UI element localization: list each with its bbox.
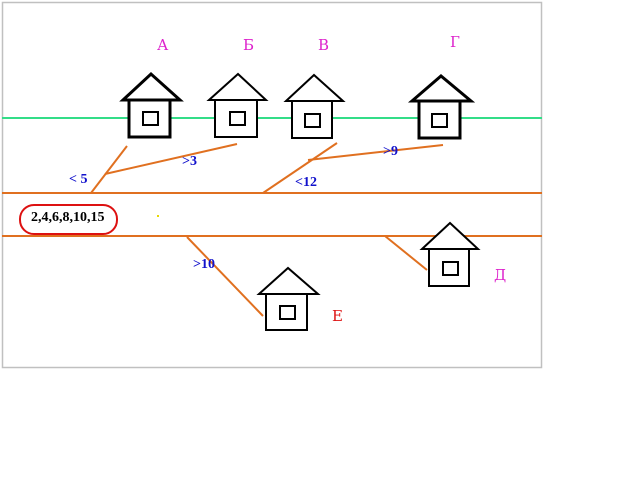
house-a [119, 71, 184, 139]
house-label-a: А [157, 36, 169, 54]
path-to-house-d [384, 235, 428, 271]
house-label-v: В [318, 36, 329, 54]
path-to-house-a [90, 145, 128, 194]
house-label-g: Г [450, 33, 460, 51]
house-label-d: Д [494, 266, 506, 284]
oval-numbers: 2,4,6,8,10,15 [31, 210, 105, 225]
house-d [419, 221, 481, 287]
house-window [229, 111, 246, 126]
house-window [304, 113, 321, 128]
house-v [283, 73, 346, 139]
house-g [407, 74, 476, 140]
condition-a: < 5 [69, 172, 87, 187]
condition-v: <12 [295, 175, 317, 190]
yellow-dot [157, 215, 159, 217]
condition-g: >9 [383, 144, 398, 159]
house-window [142, 111, 159, 126]
house-label-e: Е [332, 307, 343, 325]
branch-paths [90, 142, 444, 317]
house-window [431, 113, 448, 128]
condition-e: >10 [193, 257, 215, 272]
path-to-house-g [307, 144, 444, 161]
path-to-house-v [262, 142, 338, 194]
house-b [206, 72, 269, 138]
path-to-house-b [104, 143, 238, 175]
oval-outline [19, 204, 118, 235]
house-window [442, 261, 459, 276]
number-oval: 2,4,6,8,10,15 [19, 204, 118, 235]
house-label-b: Б [243, 36, 254, 54]
house-e [256, 266, 321, 331]
house-window [279, 305, 296, 320]
path-to-house-e [186, 236, 264, 317]
condition-b: >3 [182, 154, 197, 169]
